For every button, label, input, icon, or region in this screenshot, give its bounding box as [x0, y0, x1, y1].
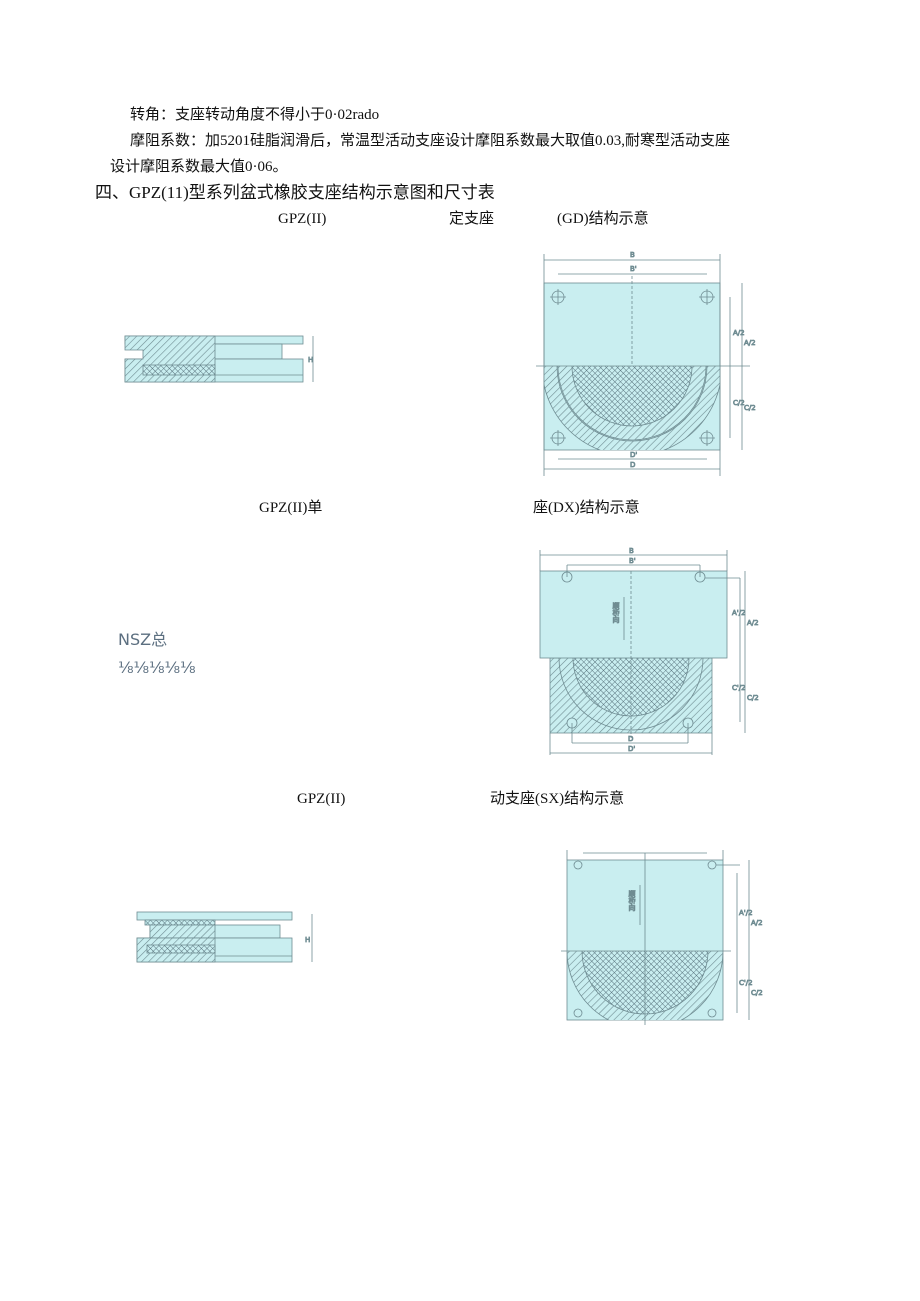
- dim-C-half: C/2: [747, 694, 759, 702]
- dim-C-half: C/2: [751, 989, 763, 997]
- figure-caption-gd-3: (GD)结构示意: [557, 211, 649, 227]
- height-label: H: [305, 936, 310, 944]
- dim-B-prime: B': [630, 265, 637, 273]
- paragraph-rotation: 转角：支座转动角度不得小于0·02rado: [130, 107, 380, 123]
- paragraph-friction: 摩阻系数：加5201硅脂润滑后，常温型活动支座设计摩阻系数最大取值0.03,耐寒…: [130, 133, 731, 149]
- height-label: H: [308, 356, 313, 364]
- dim-D: D: [628, 735, 633, 743]
- dim-A-half: A/2: [747, 619, 759, 627]
- stray-text-fractions: ⅛⅛⅛⅛⅛: [118, 658, 196, 677]
- paragraph-friction-cont: 设计摩阻系数最大值0·06。: [110, 159, 288, 175]
- dx-plan-view-diagram: 顺桥向 B B' A'/2 A/2 C'/2 C/2 D D': [539, 547, 759, 755]
- dim-A-half: A/2: [744, 339, 756, 347]
- dim-D: D: [630, 461, 635, 469]
- figure-caption-sx-1: GPZ(II): [297, 791, 346, 807]
- dim-C-prime-half: C'/2: [739, 979, 753, 987]
- figure-caption-dx-1: GPZ(II)单: [259, 500, 323, 516]
- dim-A-half-inner: A/2: [733, 329, 745, 337]
- dim-B: B: [630, 251, 635, 259]
- dim-C-prime-half: C'/2: [732, 684, 746, 692]
- figure-caption-gd-2: 定支座: [449, 211, 495, 227]
- dim-B-prime: B': [629, 557, 636, 565]
- figure-caption-sx-2: 动支座(SX)结构示意: [490, 791, 625, 807]
- direction-label: 顺桥向: [628, 890, 636, 911]
- section-heading: 四、GPZ(11)型系列盆式橡胶支座结构示意图和尺寸表: [95, 183, 495, 202]
- gd-side-view-diagram: H: [124, 335, 314, 383]
- gd-plan-view-diagram: B B' A/2 A/2 C/2 C/2 D' D: [536, 251, 756, 476]
- sx-plan-view-diagram: 顺桥向 A'/2 A/2 C'/2 C/2: [561, 850, 763, 1025]
- dim-A-half: A/2: [751, 919, 763, 927]
- dim-B: B: [629, 547, 634, 555]
- dim-D-prime: D': [630, 451, 637, 459]
- dim-C-half-inner: C/2: [733, 399, 745, 407]
- sx-side-view-diagram: H: [136, 911, 313, 963]
- dim-A-prime-half: A'/2: [739, 909, 753, 917]
- dim-A-prime-half: A'/2: [732, 609, 746, 617]
- dim-C-half: C/2: [744, 404, 756, 412]
- stray-text-nsz: NSZ总: [118, 630, 168, 649]
- figure-caption-dx-2: 座(DX)结构示意: [533, 500, 640, 516]
- figure-caption-gd-1: GPZ(II): [278, 211, 327, 227]
- direction-label: 顺桥向: [612, 602, 620, 623]
- dim-D-prime: D': [628, 745, 635, 753]
